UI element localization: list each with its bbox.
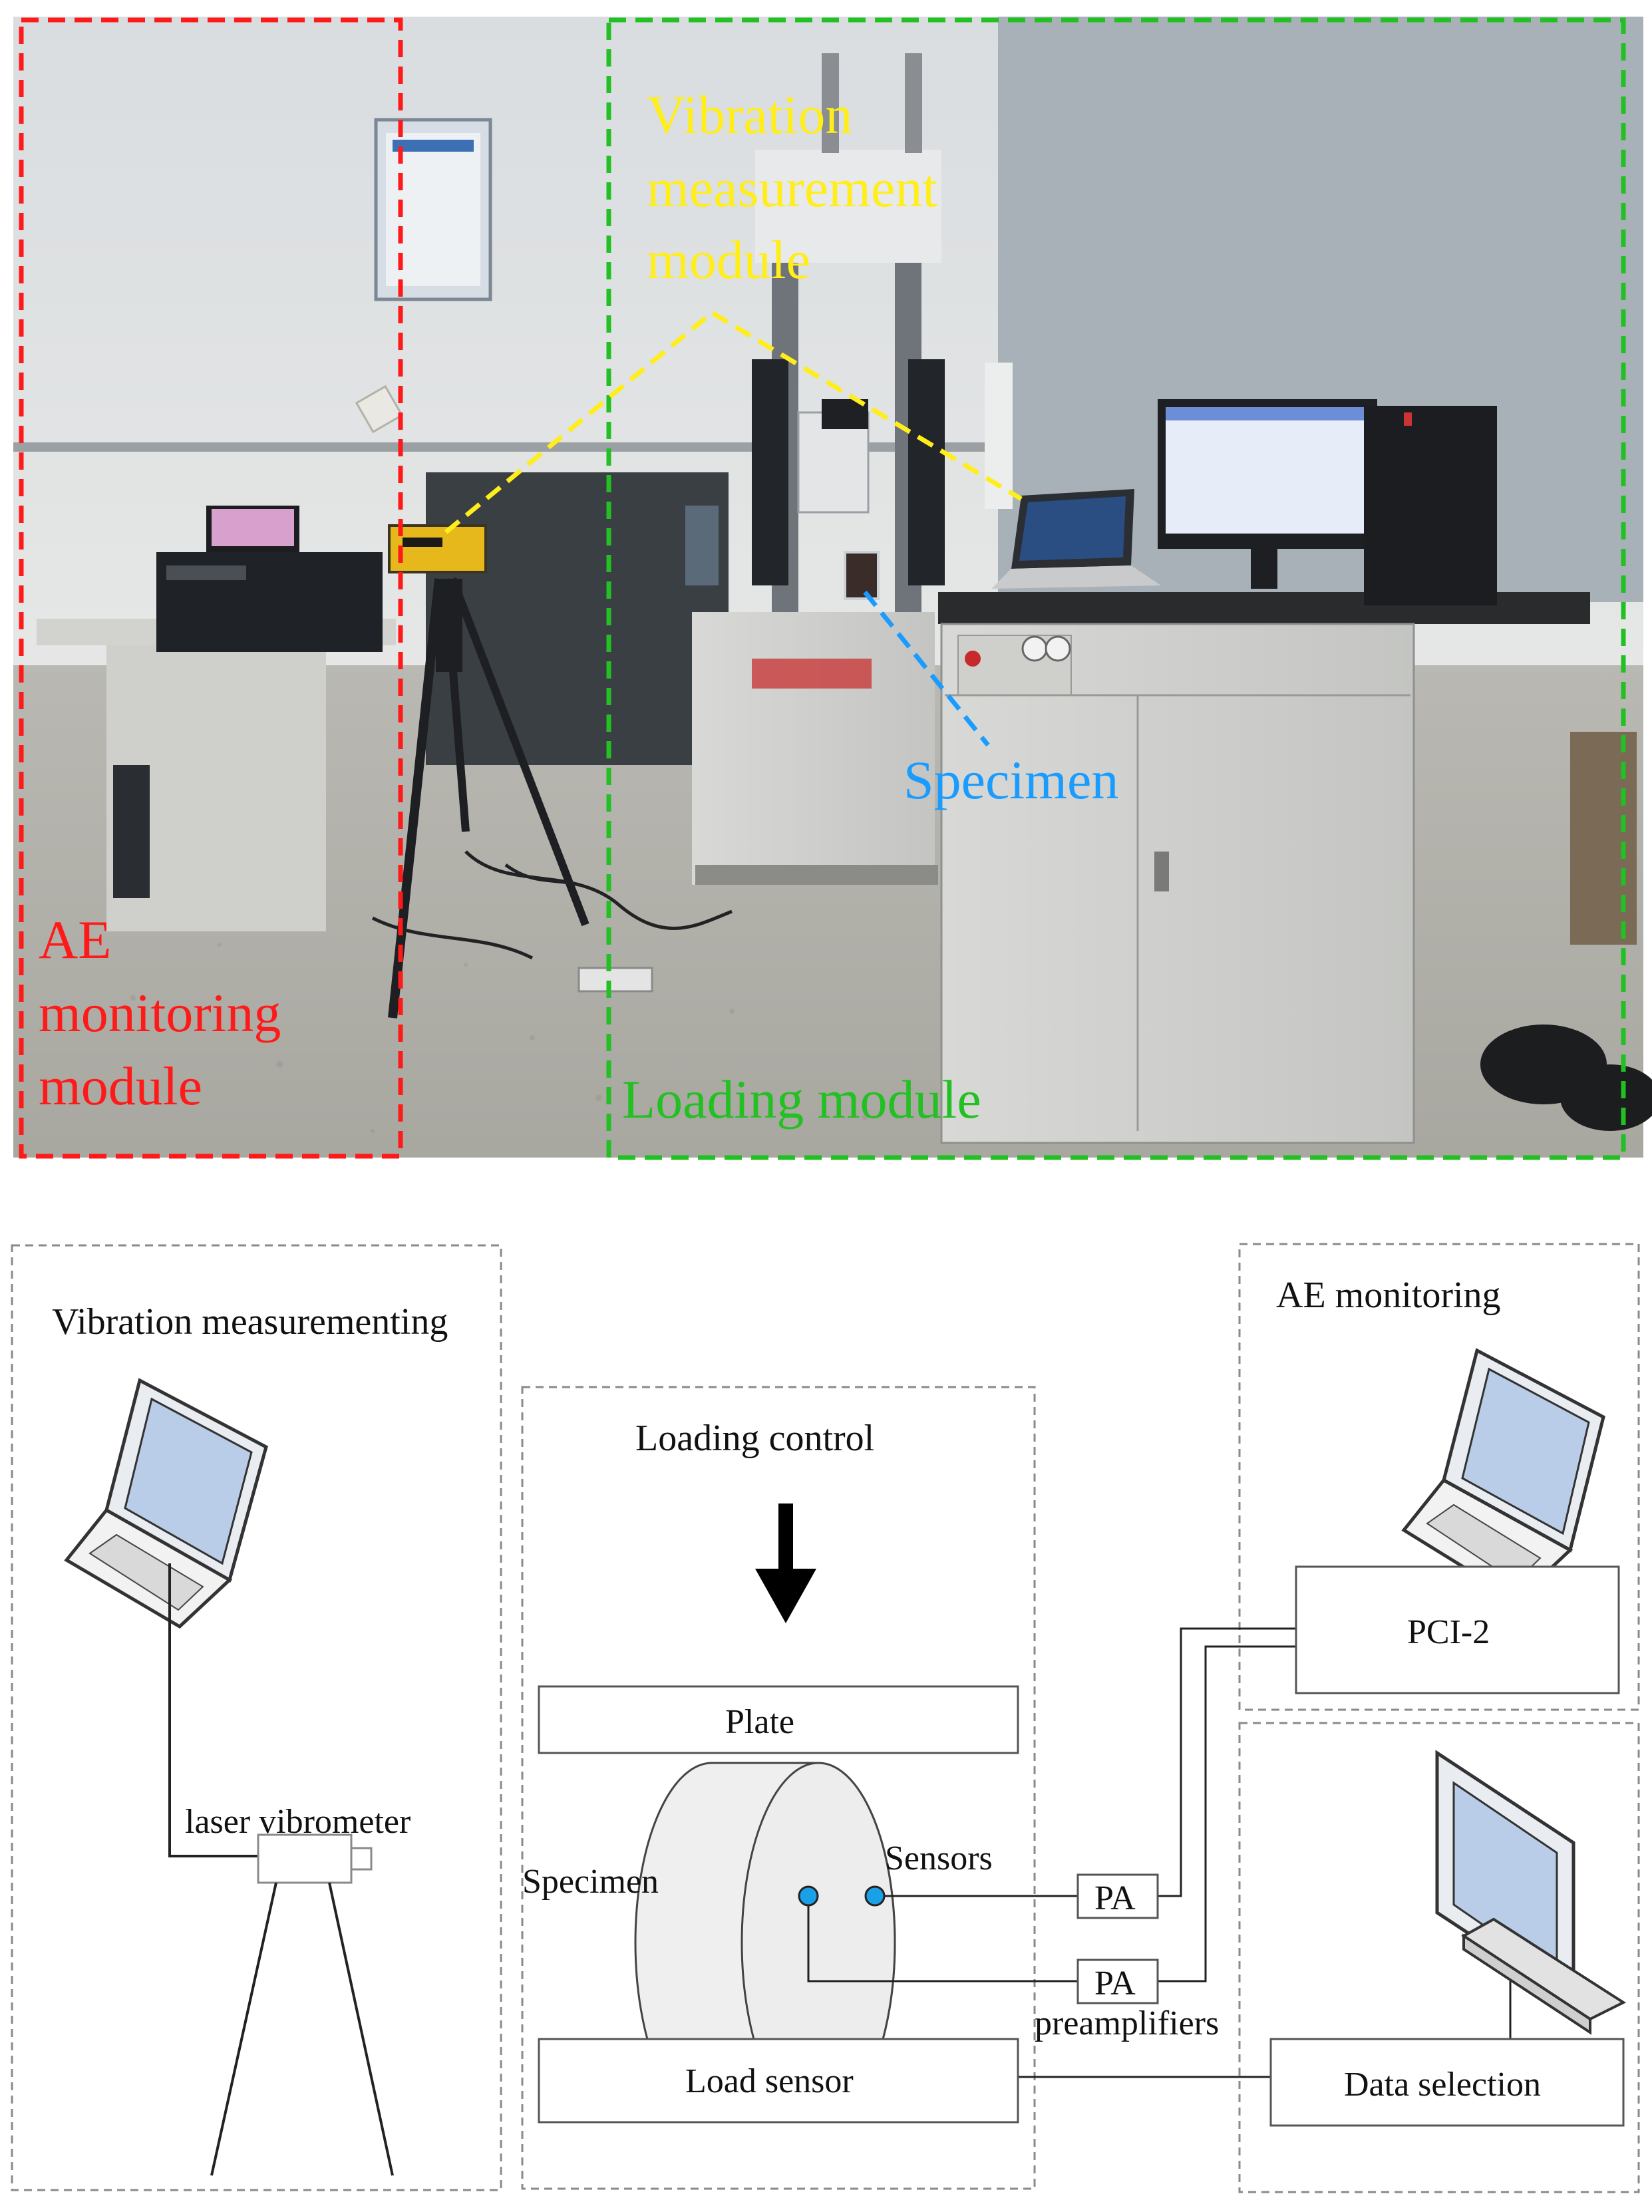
monitor-icon (1435, 1750, 1627, 2035)
specimen-photo-label: Specimen (904, 750, 1118, 810)
notice-board (374, 118, 492, 301)
floor-device (578, 967, 653, 993)
laser-body (257, 1833, 353, 1884)
preamplifiers-label: preamplifiers (1035, 2004, 1219, 2042)
sensors-label: Sensors (885, 1839, 993, 1877)
laser-lens (350, 1847, 373, 1871)
vibration-label-line1: Vibration (647, 84, 852, 145)
ae-module-box (19, 17, 403, 1159)
ae-laptop-icon (1401, 1348, 1605, 1603)
data-selection-box (1269, 2038, 1625, 2127)
sensor-2 (798, 1885, 819, 1907)
control-cabinet (938, 592, 1590, 1144)
ae-panel (1238, 1243, 1640, 1711)
plate-box (538, 1685, 1019, 1754)
vibration-label-line2: measurement (647, 158, 937, 218)
loading-frame (752, 53, 945, 615)
loading-panel (521, 1386, 1036, 2190)
ae-label-line3: module (39, 1056, 202, 1116)
setup-diagram: Vibration measurementing Loading control… (11, 1243, 1640, 2193)
pa1-label: PA (1094, 1879, 1136, 1917)
pci-label: PCI-2 (1407, 1613, 1490, 1651)
load-sensor-label: Load sensor (685, 2062, 854, 2100)
ae-label-line2: monitoring (39, 983, 281, 1043)
sensor-1 (864, 1885, 886, 1907)
loading-module-label: Loading module (622, 1069, 981, 1130)
ae-title: AE monitoring (1276, 1275, 1501, 1316)
loading-module-box (606, 17, 1626, 1160)
pa1-box (1076, 1873, 1159, 1919)
photo-monitor (1158, 399, 1497, 605)
vibration-panel (11, 1244, 502, 2191)
pallet (1570, 732, 1637, 945)
weights (1480, 1025, 1652, 1131)
load-arrow-icon (755, 1503, 816, 1623)
laser-cable (168, 1563, 258, 1857)
chamber-panel (685, 506, 719, 585)
pci-box (1295, 1565, 1620, 1694)
load-sensor-box (538, 2038, 1019, 2124)
sensor2-cable (807, 1896, 1078, 1982)
loading-title: Loading control (635, 1418, 874, 1459)
laptop-icon (64, 1378, 268, 1629)
lab-photo: Vibration measurement module AE monitori… (13, 17, 1652, 1160)
environmental-chamber (426, 472, 729, 765)
floor-texture (130, 943, 868, 1133)
plate-label: Plate (725, 1703, 794, 1741)
vibration-label-line3: module (647, 230, 810, 290)
pa2-box (1076, 1959, 1159, 2004)
ae-desk (37, 506, 396, 931)
floor-cables (371, 850, 733, 960)
machine-base (692, 612, 938, 885)
pa2-label: PA (1094, 1965, 1136, 2002)
pa2-to-pci-cable (1158, 1645, 1296, 1982)
specimen-label: Specimen (522, 1863, 659, 1901)
specimen-pointer (863, 590, 990, 747)
tripod-leg-right (328, 1882, 394, 2176)
vibration-pointer (444, 309, 1023, 534)
tripod-leg-left (210, 1882, 277, 2176)
photo-laptop (991, 489, 1161, 589)
vibration-title: Vibration measurementing (52, 1301, 448, 1343)
data-panel (1238, 1722, 1640, 2193)
ae-label-line1: AE (39, 909, 111, 970)
wall-switch (355, 385, 404, 434)
pa1-to-pci-cable (1158, 1627, 1296, 1897)
data-selection-label: Data selection (1344, 2066, 1541, 2104)
